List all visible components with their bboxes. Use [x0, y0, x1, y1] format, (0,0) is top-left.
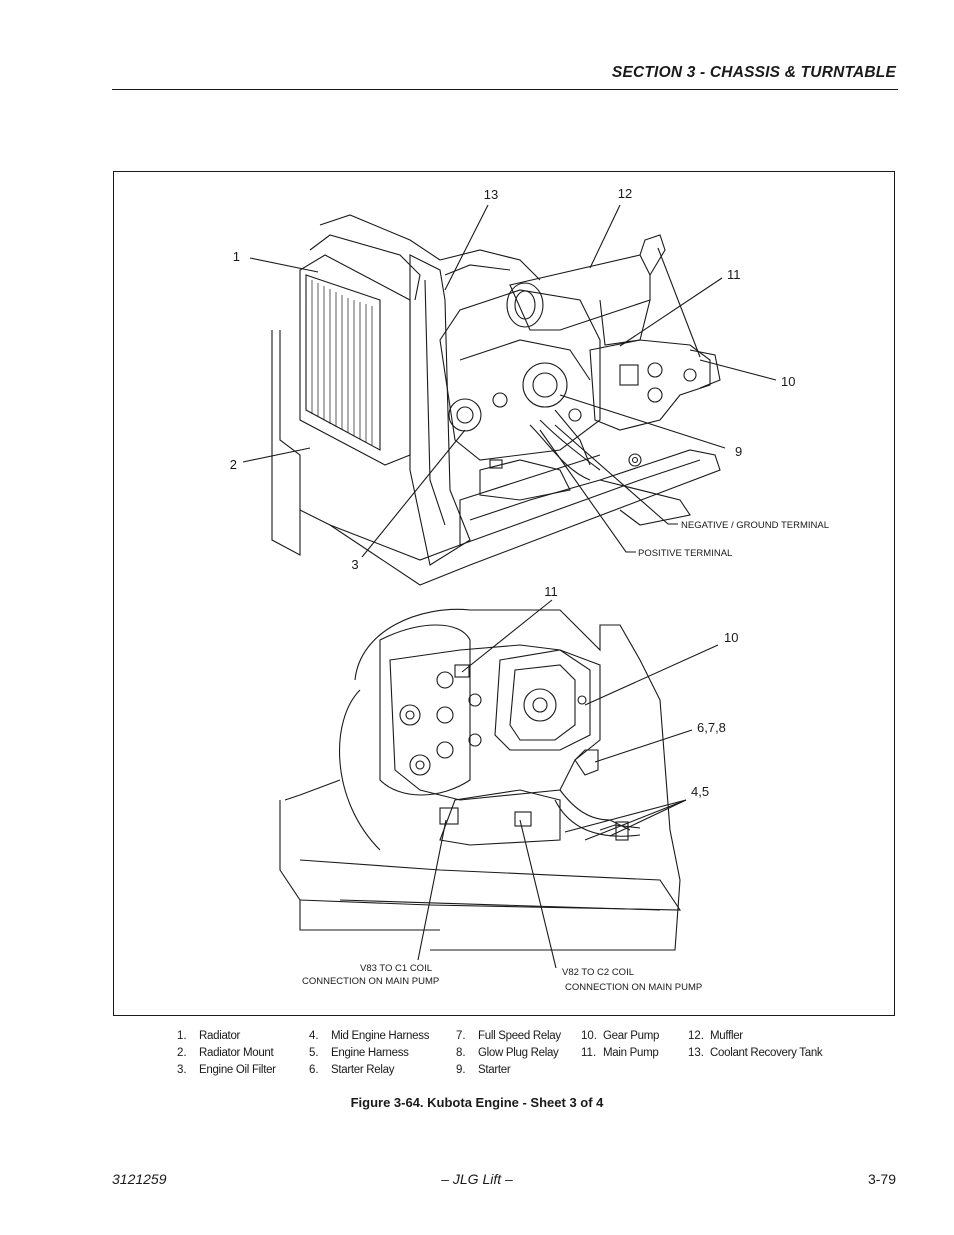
legend-item: 6.Starter Relay	[309, 1064, 395, 1076]
legend-item: 8.Glow Plug Relay	[456, 1047, 559, 1059]
callout-13: 13	[484, 187, 498, 202]
legend-column-5: 12.Muffler 13.Coolant Recovery Tank	[688, 1028, 823, 1062]
legend-item: 13.Coolant Recovery Tank	[688, 1047, 823, 1059]
legend-column-4: 10.Gear Pump 11.Main Pump	[581, 1028, 659, 1062]
legend-item: 4.Mid Engine Harness	[309, 1030, 430, 1042]
callout-12: 12	[618, 186, 632, 201]
legend-item: 12.Muffler	[688, 1030, 743, 1042]
legend-item: 3.Engine Oil Filter	[177, 1064, 276, 1076]
legend-item: 7.Full Speed Relay	[456, 1030, 561, 1042]
callout-1: 1	[233, 249, 240, 264]
note-v82-line2: CONNECTION ON MAIN PUMP	[565, 982, 702, 993]
section-title: SECTION 3 - CHASSIS & TURNTABLE	[611, 64, 896, 81]
callout-6-7-8: 6,7,8	[697, 720, 726, 735]
figure-frame	[113, 171, 895, 1016]
callout-2: 2	[230, 457, 237, 472]
note-negative-terminal: NEGATIVE / GROUND TERMINAL	[681, 520, 829, 531]
doc-number: 3121259	[112, 1171, 167, 1187]
page-number: 3-79	[867, 1171, 896, 1187]
legend-item: 11.Main Pump	[581, 1047, 659, 1059]
note-v83-line1: V83 TO C1 COIL	[360, 963, 432, 974]
callout-4-5: 4,5	[691, 784, 709, 799]
legend-item: 5.Engine Harness	[309, 1047, 409, 1059]
note-v83-line2: CONNECTION ON MAIN PUMP	[302, 976, 439, 987]
callout-9: 9	[735, 444, 742, 459]
legend-column-2: 4.Mid Engine Harness 5.Engine Harness 6.…	[309, 1028, 429, 1079]
legend-column-1: 1.Radiator 2.Radiator Mount 3.Engine Oil…	[177, 1028, 276, 1079]
legend-column-3: 7.Full Speed Relay 8.Glow Plug Relay 9.S…	[456, 1028, 561, 1079]
legend-item: 9.Starter	[456, 1064, 511, 1076]
legend-item: 2.Radiator Mount	[177, 1047, 274, 1059]
note-v82-line1: V82 TO C2 COIL	[562, 967, 634, 978]
callout-bottom-11: 11	[544, 584, 558, 599]
note-positive-terminal: POSITIVE TERMINAL	[638, 548, 732, 559]
callout-11: 11	[727, 267, 741, 282]
callout-3: 3	[351, 557, 358, 572]
figure-caption: Figure 3-64. Kubota Engine - Sheet 3 of …	[350, 1095, 604, 1110]
legend-item: 10.Gear Pump	[581, 1030, 660, 1042]
legend-item: 1.Radiator	[177, 1030, 241, 1042]
callout-10: 10	[781, 374, 795, 389]
footer-brand: – JLG Lift –	[441, 1171, 513, 1187]
header-rule	[112, 89, 898, 90]
callout-bottom-10: 10	[724, 630, 738, 645]
